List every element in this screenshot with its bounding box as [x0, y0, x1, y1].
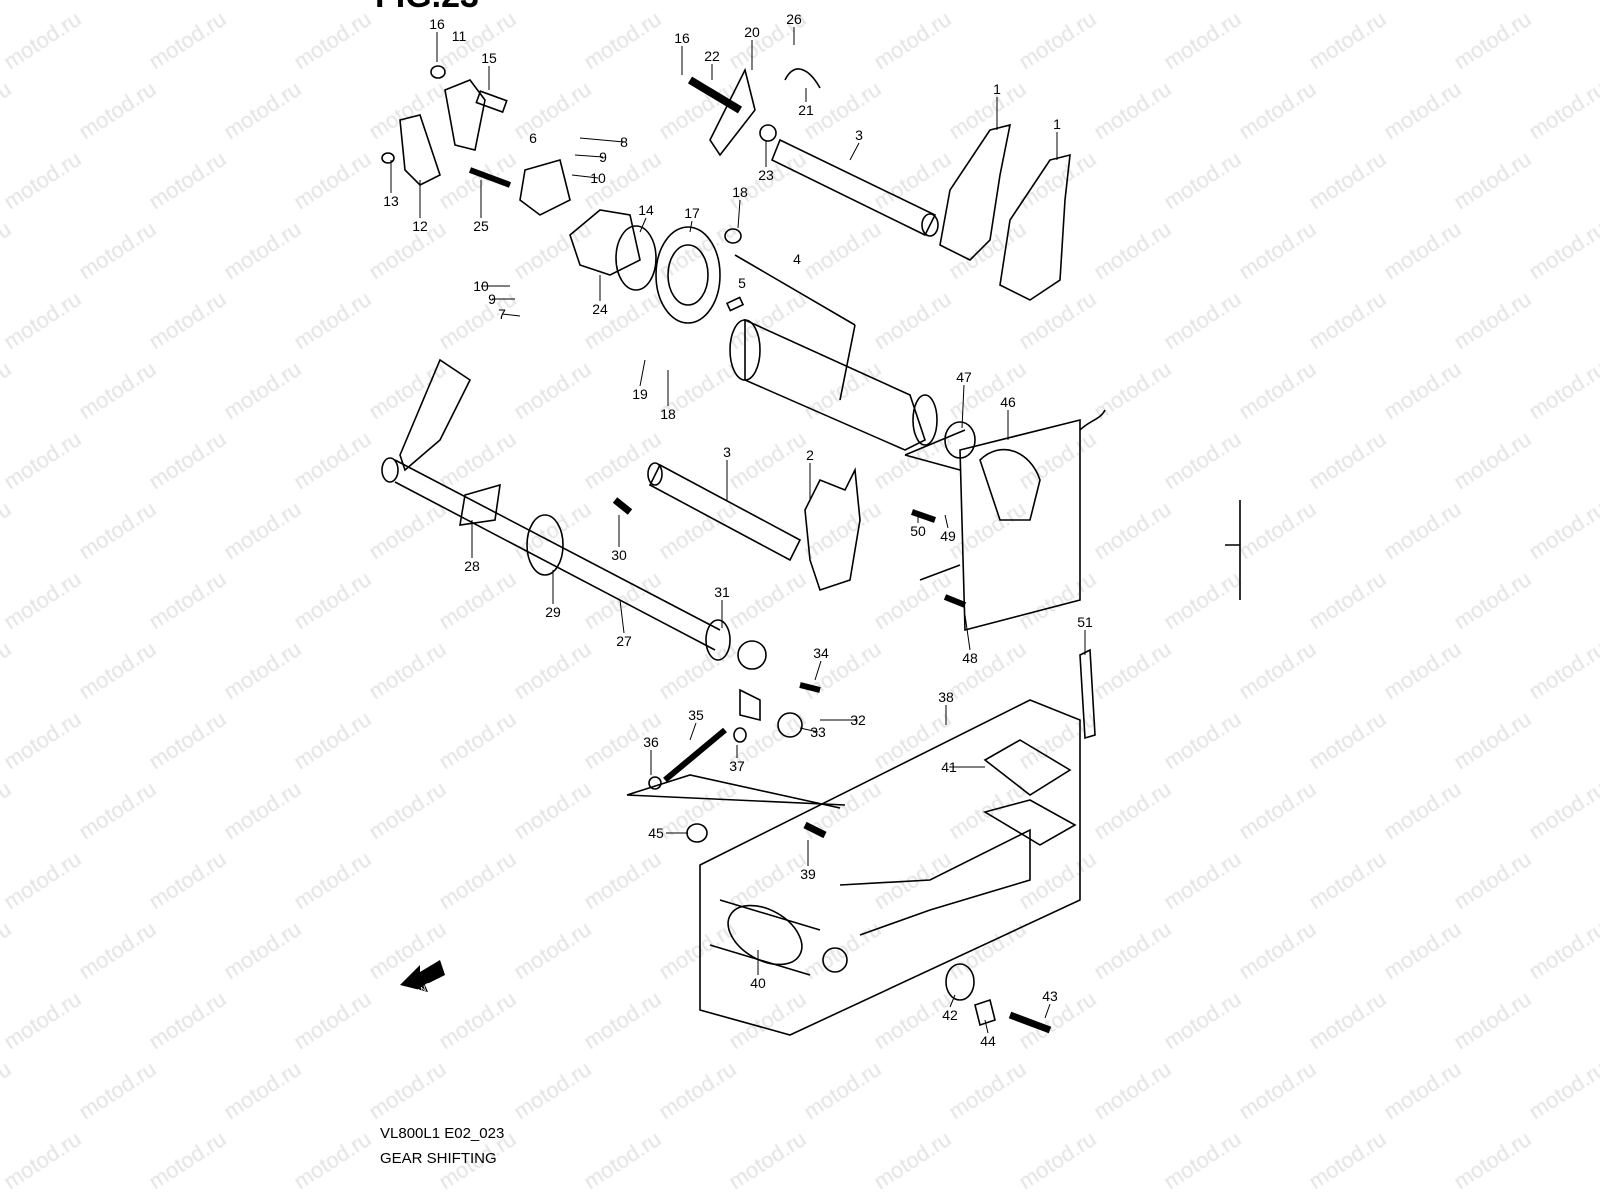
upper-fork-group — [687, 67, 1071, 301]
part-label: 1 — [993, 81, 1001, 97]
part-label: 46 — [1000, 394, 1016, 410]
part-label: 37 — [729, 758, 745, 774]
part-label: 23 — [758, 167, 774, 183]
part-label: 44 — [980, 1033, 996, 1049]
part-label: 35 — [688, 707, 704, 723]
part-label: 36 — [643, 734, 659, 750]
part-label: 28 — [464, 558, 480, 574]
shift-cam-stopper-group — [381, 65, 745, 324]
part-label: 14 — [638, 202, 654, 218]
part-label: 22 — [704, 48, 720, 64]
part-label: 16 — [429, 16, 445, 32]
part-label: 24 — [592, 301, 608, 317]
part-label: 25 — [473, 218, 489, 234]
part-label: 43 — [1042, 988, 1058, 1004]
part-label: 8 — [620, 134, 628, 150]
gear-position-switch-group — [904, 409, 1241, 740]
part-label: 39 — [800, 866, 816, 882]
part-label: 7 — [498, 306, 506, 322]
leader-lines — [390, 27, 1086, 1034]
part-label: 32 — [850, 712, 866, 728]
gearshift-shaft-group — [381, 358, 821, 790]
part-label: 20 — [744, 24, 760, 40]
part-label: 12 — [412, 218, 428, 234]
part-label: 10 — [590, 170, 606, 186]
part-label: 31 — [714, 584, 730, 600]
figure-title: FIG.23 — [375, 0, 479, 14]
part-label: 21 — [798, 102, 814, 118]
part-label: 41 — [941, 759, 957, 775]
part-label: 33 — [810, 724, 826, 740]
part-label: 34 — [813, 645, 829, 661]
part-label: 29 — [545, 604, 561, 620]
part-label: 17 — [684, 205, 700, 221]
part-label: 50 — [910, 523, 926, 539]
forward-arrow-icon — [400, 960, 445, 992]
part-label: 30 — [611, 547, 627, 563]
part-label: 18 — [732, 184, 748, 200]
part-label: 15 — [481, 50, 497, 66]
part-label: 27 — [616, 633, 632, 649]
part-label: 10 — [473, 278, 489, 294]
part-label: 4 — [793, 251, 801, 267]
part-label: 49 — [940, 528, 956, 544]
part-label: 40 — [750, 975, 766, 991]
part-label: 11 — [451, 28, 467, 44]
figure-caption: GEAR SHIFTING — [380, 1150, 497, 1167]
part-label: 5 — [738, 275, 746, 291]
part-label: 47 — [956, 369, 972, 385]
part-label: 2 — [806, 447, 814, 463]
part-label: 38 — [938, 689, 954, 705]
part-label: 1 — [1053, 116, 1061, 132]
lower-fork-group — [647, 462, 861, 592]
part-label: 16 — [674, 30, 690, 46]
part-label: 26 — [786, 11, 802, 27]
part-label: 3 — [723, 444, 731, 460]
part-label: 19 — [632, 386, 648, 402]
part-label: 3 — [855, 127, 863, 143]
part-label: 42 — [942, 1007, 958, 1023]
gearshift-lever-group — [626, 699, 1081, 1036]
part-label: 9 — [599, 149, 607, 165]
part-label: 13 — [383, 193, 399, 209]
shift-drum — [729, 254, 938, 451]
model-code: VL800L1 E02_023 — [380, 1125, 505, 1142]
part-label: 48 — [962, 650, 978, 666]
part-label: 9 — [488, 291, 496, 307]
part-label: 6 — [529, 130, 537, 146]
part-label: 51 — [1077, 614, 1093, 630]
part-label: 45 — [648, 825, 664, 841]
part-label: 18 — [660, 406, 676, 422]
